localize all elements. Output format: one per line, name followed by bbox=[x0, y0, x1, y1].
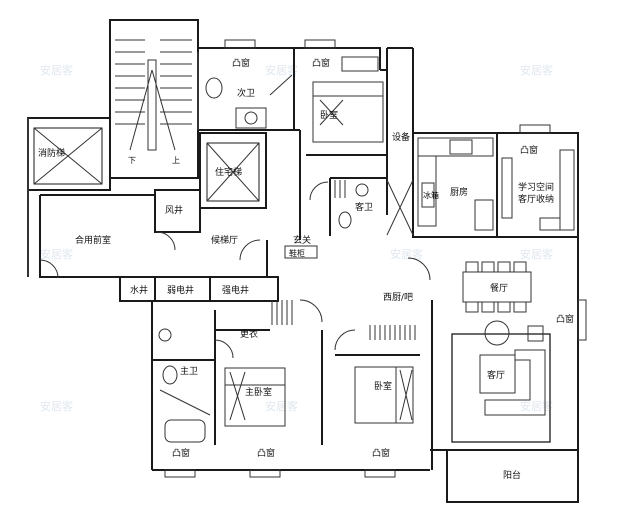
room-label-water-well: 水井 bbox=[130, 284, 148, 296]
room-label-entry: 玄关 bbox=[293, 234, 311, 246]
toilet-icon bbox=[162, 365, 178, 385]
window-label: 凸窗 bbox=[172, 447, 190, 459]
watermark: 安居客 bbox=[520, 247, 553, 261]
watermark: 安居客 bbox=[520, 399, 553, 413]
room-label-bedroom-mid: 卧室 bbox=[374, 380, 392, 392]
balcony-wall bbox=[446, 449, 579, 503]
door-arc bbox=[39, 259, 59, 279]
room-label-strong-electric: 强电井 bbox=[222, 284, 249, 296]
window-kitchen bbox=[519, 124, 551, 134]
room-label-kitchen: 厨房 bbox=[450, 186, 468, 198]
wardrobe-hatch bbox=[271, 180, 416, 340]
stair-treads bbox=[115, 39, 192, 151]
top-block-wall bbox=[197, 47, 381, 70]
room-label-balcony: 阳台 bbox=[503, 469, 521, 481]
door-arc bbox=[214, 339, 234, 359]
door-arc bbox=[407, 257, 431, 281]
bed-master bbox=[224, 367, 286, 427]
toilet-icon bbox=[338, 211, 352, 229]
home-elevator-car bbox=[206, 142, 260, 202]
vestibule-wall bbox=[39, 195, 120, 278]
dining-table bbox=[462, 271, 532, 303]
door-arc bbox=[156, 231, 176, 251]
air-duct-wall bbox=[154, 189, 201, 233]
room-label-wardrobe: 更衣 bbox=[240, 328, 258, 340]
room-label-study: 学习空间 bbox=[518, 181, 554, 193]
room-label-home-elevator: 住宅梯 bbox=[215, 166, 242, 178]
watermark: 安居客 bbox=[520, 63, 553, 77]
bed-mid bbox=[354, 366, 414, 424]
stair-core-wall bbox=[109, 19, 199, 179]
kitchen-study-wall bbox=[412, 132, 579, 238]
watermark: 安居客 bbox=[40, 63, 73, 77]
room-label-fire-elevator: 消防梯 bbox=[38, 147, 65, 159]
window-top-right bbox=[304, 39, 336, 49]
fridge-label: 冰箱 bbox=[423, 190, 439, 200]
toilet-icon bbox=[205, 77, 223, 99]
labels: 消防梯 下 上 次卫 凸窗 凸窗 卧室 设备 住宅梯 风井 合用前室 候梯厅 玄… bbox=[38, 57, 574, 481]
shoe-cabinet-box bbox=[284, 245, 318, 259]
door-arc bbox=[239, 239, 261, 261]
watermark: 安居客 bbox=[40, 247, 73, 261]
window-label: 凸窗 bbox=[520, 144, 538, 156]
window-bottom-2 bbox=[249, 469, 281, 478]
room-label-western-bar: 西厨/吧 bbox=[383, 292, 413, 303]
window-label: 凸窗 bbox=[257, 447, 275, 459]
window-label: 凸窗 bbox=[556, 313, 574, 325]
bed-top bbox=[312, 81, 384, 143]
stair-down-label: 下 bbox=[128, 156, 136, 165]
watermark: 安居客 bbox=[265, 399, 298, 413]
stair-up-label: 上 bbox=[172, 156, 180, 165]
room-label-weak-electric: 弱电井 bbox=[167, 284, 194, 296]
fire-elevator-car bbox=[33, 127, 103, 185]
wells-wall bbox=[119, 276, 279, 302]
room-label-dining: 餐厅 bbox=[490, 282, 508, 294]
room-label-living: 客厅 bbox=[487, 369, 505, 381]
watermark: 安居客 bbox=[265, 63, 298, 77]
window-bottom-1 bbox=[164, 469, 196, 478]
window-label: 凸窗 bbox=[232, 57, 250, 69]
window-right bbox=[577, 299, 587, 341]
sink-icon bbox=[244, 111, 258, 125]
sink-icon bbox=[355, 183, 369, 197]
room-label-air-duct: 风井 bbox=[165, 204, 183, 216]
room-label-bedroom-top: 卧室 bbox=[320, 109, 338, 121]
watermark: 安居客 bbox=[40, 399, 73, 413]
room-label-secondary-bath: 次卫 bbox=[237, 87, 255, 99]
room-label-study-storage: 客厅收纳 bbox=[518, 193, 554, 205]
walls bbox=[27, 19, 579, 503]
room-label-guest-bath: 客卫 bbox=[355, 201, 373, 213]
shoe-cabinet-label: 鞋柜 bbox=[289, 248, 305, 258]
room-label-equipment: 设备 bbox=[392, 131, 410, 143]
window-label: 凸窗 bbox=[372, 447, 390, 459]
room-label-master-bedroom: 主卧室 bbox=[245, 386, 272, 398]
room-label-master-bath: 主卫 bbox=[180, 365, 198, 377]
home-elevator-wall bbox=[199, 132, 267, 209]
watermark-layer: 安居客 安居客 安居客 安居客 安居客 安居客 安居客 安居客 安居客 bbox=[40, 63, 553, 413]
watermark: 安居客 bbox=[390, 247, 423, 261]
room-label-shared-vestibule: 合用前室 bbox=[75, 234, 111, 246]
door-arc bbox=[299, 299, 323, 323]
door-arc bbox=[309, 181, 329, 201]
window-bottom-3 bbox=[364, 469, 396, 478]
door-arc bbox=[334, 329, 356, 351]
details bbox=[27, 39, 587, 478]
window-label: 凸窗 bbox=[312, 57, 330, 69]
living-zone bbox=[451, 333, 551, 443]
room-label-elevator-lobby: 候梯厅 bbox=[211, 234, 238, 246]
bathtub bbox=[164, 419, 206, 443]
sink-icon bbox=[158, 328, 172, 342]
window-top-left bbox=[224, 39, 256, 49]
